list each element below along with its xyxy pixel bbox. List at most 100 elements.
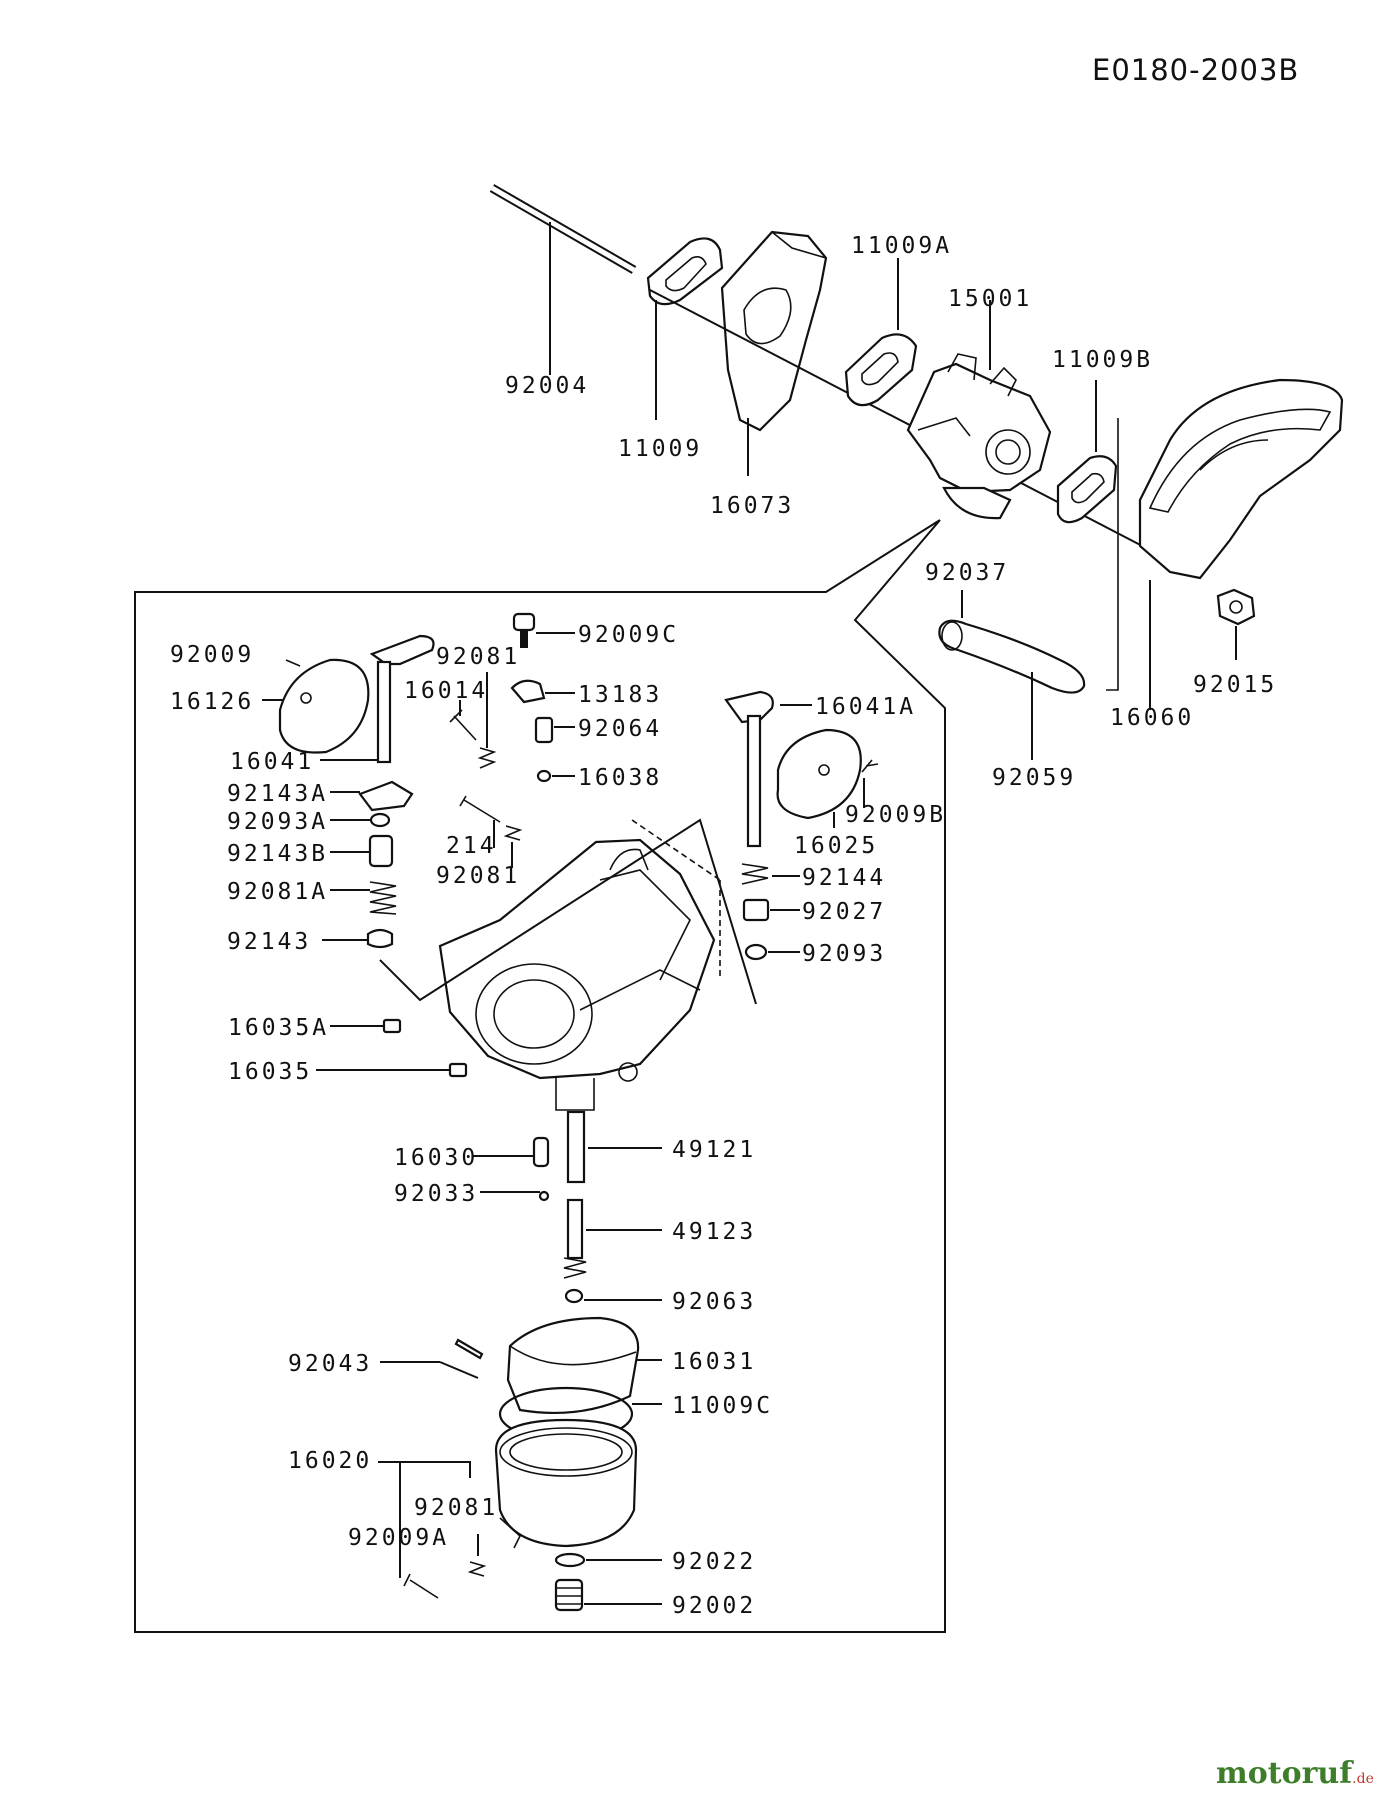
label-16041a: 16041A bbox=[815, 694, 916, 720]
label-92009b: 92009B bbox=[845, 802, 946, 828]
washer-92093a-part bbox=[369, 812, 391, 828]
watermark-suffix: .de bbox=[1352, 1771, 1374, 1787]
spring-92081-top-part bbox=[477, 747, 497, 769]
label-16035a: 16035A bbox=[228, 1015, 329, 1041]
collar-92143b-part bbox=[368, 834, 394, 868]
label-11009: 11009 bbox=[618, 436, 702, 462]
label-16126: 16126 bbox=[170, 689, 254, 715]
label-92081-mid: 92081 bbox=[436, 863, 520, 889]
label-92009: 92009 bbox=[170, 642, 254, 668]
label-92081-top: 92081 bbox=[436, 644, 520, 670]
label-92143a: 92143A bbox=[227, 781, 328, 807]
label-11009c: 11009C bbox=[672, 1393, 773, 1419]
label-214: 214 bbox=[446, 833, 497, 859]
label-92004: 92004 bbox=[505, 373, 589, 399]
diagram-code: E0180-2003B bbox=[1092, 53, 1299, 87]
label-92143: 92143 bbox=[227, 929, 311, 955]
spring-92081-bot-part bbox=[467, 1561, 487, 1577]
ring-92063-part bbox=[564, 1288, 584, 1304]
label-92059: 92059 bbox=[992, 765, 1076, 791]
insulator-16073-part bbox=[720, 230, 828, 476]
label-92009a: 92009A bbox=[348, 1525, 449, 1551]
shaft-16041a-part bbox=[724, 690, 812, 848]
motoruf-watermark: motoruf.de bbox=[1216, 1756, 1374, 1791]
screw-92009b-part bbox=[861, 759, 879, 773]
label-16035: 16035 bbox=[228, 1059, 312, 1085]
washer-92093-part bbox=[744, 943, 768, 961]
pin-92043-part bbox=[454, 1338, 484, 1360]
label-92093a: 92093A bbox=[227, 809, 328, 835]
label-92022: 92022 bbox=[672, 1549, 756, 1575]
label-16025: 16025 bbox=[794, 833, 878, 859]
top-assembly bbox=[134, 184, 1344, 1633]
label-16014: 16014 bbox=[404, 678, 488, 704]
label-16038: 16038 bbox=[578, 765, 662, 791]
label-92063: 92063 bbox=[672, 1289, 756, 1315]
gasket-11009b-part bbox=[1056, 380, 1118, 524]
label-15001: 15001 bbox=[948, 286, 1032, 312]
washer-92143a-part bbox=[358, 780, 414, 812]
label-92081a: 92081A bbox=[227, 879, 328, 905]
label-92093: 92093 bbox=[802, 941, 886, 967]
label-13183: 13183 bbox=[578, 682, 662, 708]
nut-92015-part bbox=[1216, 588, 1256, 660]
plate-16126-part bbox=[262, 658, 370, 754]
label-16073: 16073 bbox=[710, 493, 794, 519]
plug-92002-part bbox=[554, 1578, 662, 1612]
screw-92009a-part bbox=[403, 1573, 439, 1599]
spring-92081-mid-part bbox=[503, 825, 523, 841]
screw-214-part bbox=[459, 795, 501, 823]
cap-92143-part bbox=[366, 928, 394, 949]
float-bowl-16020-part bbox=[378, 1418, 638, 1549]
label-49123: 49123 bbox=[672, 1219, 756, 1245]
screw-92009c-part bbox=[512, 612, 575, 648]
detail-assembly bbox=[262, 612, 879, 1612]
label-16030: 16030 bbox=[394, 1145, 478, 1171]
nozzle-49121-part bbox=[566, 1110, 662, 1184]
label-92009c: 92009C bbox=[578, 622, 679, 648]
tube-92059-part bbox=[938, 590, 1086, 760]
carburetor-body-part bbox=[379, 818, 757, 1111]
plate-16025-part bbox=[776, 728, 862, 828]
plug-16035a-part bbox=[382, 1018, 402, 1034]
label-92033: 92033 bbox=[394, 1181, 478, 1207]
air-cleaner-16060-part bbox=[1106, 378, 1344, 710]
label-11009b: 11009B bbox=[1052, 347, 1153, 373]
screw-16014-part bbox=[449, 709, 477, 741]
label-92064: 92064 bbox=[578, 716, 662, 742]
label-92143b: 92143B bbox=[227, 841, 328, 867]
gasket-11009a-part bbox=[844, 258, 918, 407]
jet-92064-part bbox=[534, 716, 554, 744]
label-16041: 16041 bbox=[230, 749, 314, 775]
label-16031: 16031 bbox=[672, 1349, 756, 1375]
ring-92033-part bbox=[538, 1190, 550, 1202]
stud-part bbox=[489, 184, 637, 375]
needle-49123-part bbox=[563, 1198, 662, 1279]
gasket-11009-part bbox=[646, 237, 724, 420]
label-16020: 16020 bbox=[288, 1448, 372, 1474]
collar-92027-part bbox=[742, 898, 770, 922]
label-92144: 92144 bbox=[802, 865, 886, 891]
float-16031-part bbox=[506, 1316, 662, 1415]
ring-16038-part bbox=[536, 769, 552, 783]
label-92027: 92027 bbox=[802, 899, 886, 925]
carburetor-15001-part bbox=[906, 300, 1052, 520]
label-92081-bot: 92081 bbox=[414, 1495, 498, 1521]
spring-92081a-part bbox=[369, 881, 397, 915]
label-92002: 92002 bbox=[672, 1593, 756, 1619]
label-92043: 92043 bbox=[288, 1351, 372, 1377]
plug-16035-part bbox=[448, 1062, 468, 1078]
label-92037: 92037 bbox=[925, 560, 1009, 586]
label-92015: 92015 bbox=[1193, 672, 1277, 698]
label-16060: 16060 bbox=[1110, 705, 1194, 731]
plate-13183-part bbox=[510, 679, 546, 704]
label-11009a: 11009A bbox=[851, 233, 952, 259]
label-49121: 49121 bbox=[672, 1137, 756, 1163]
washer-92022-part bbox=[554, 1552, 586, 1568]
jet-16030-part bbox=[532, 1136, 550, 1168]
part-labels: 92004 11009 16073 11009A 15001 11009B 92… bbox=[170, 233, 1277, 1619]
watermark-name: motoruf bbox=[1216, 1756, 1353, 1791]
spring-92144-part bbox=[741, 863, 769, 885]
shaft-16041-part bbox=[320, 634, 435, 764]
